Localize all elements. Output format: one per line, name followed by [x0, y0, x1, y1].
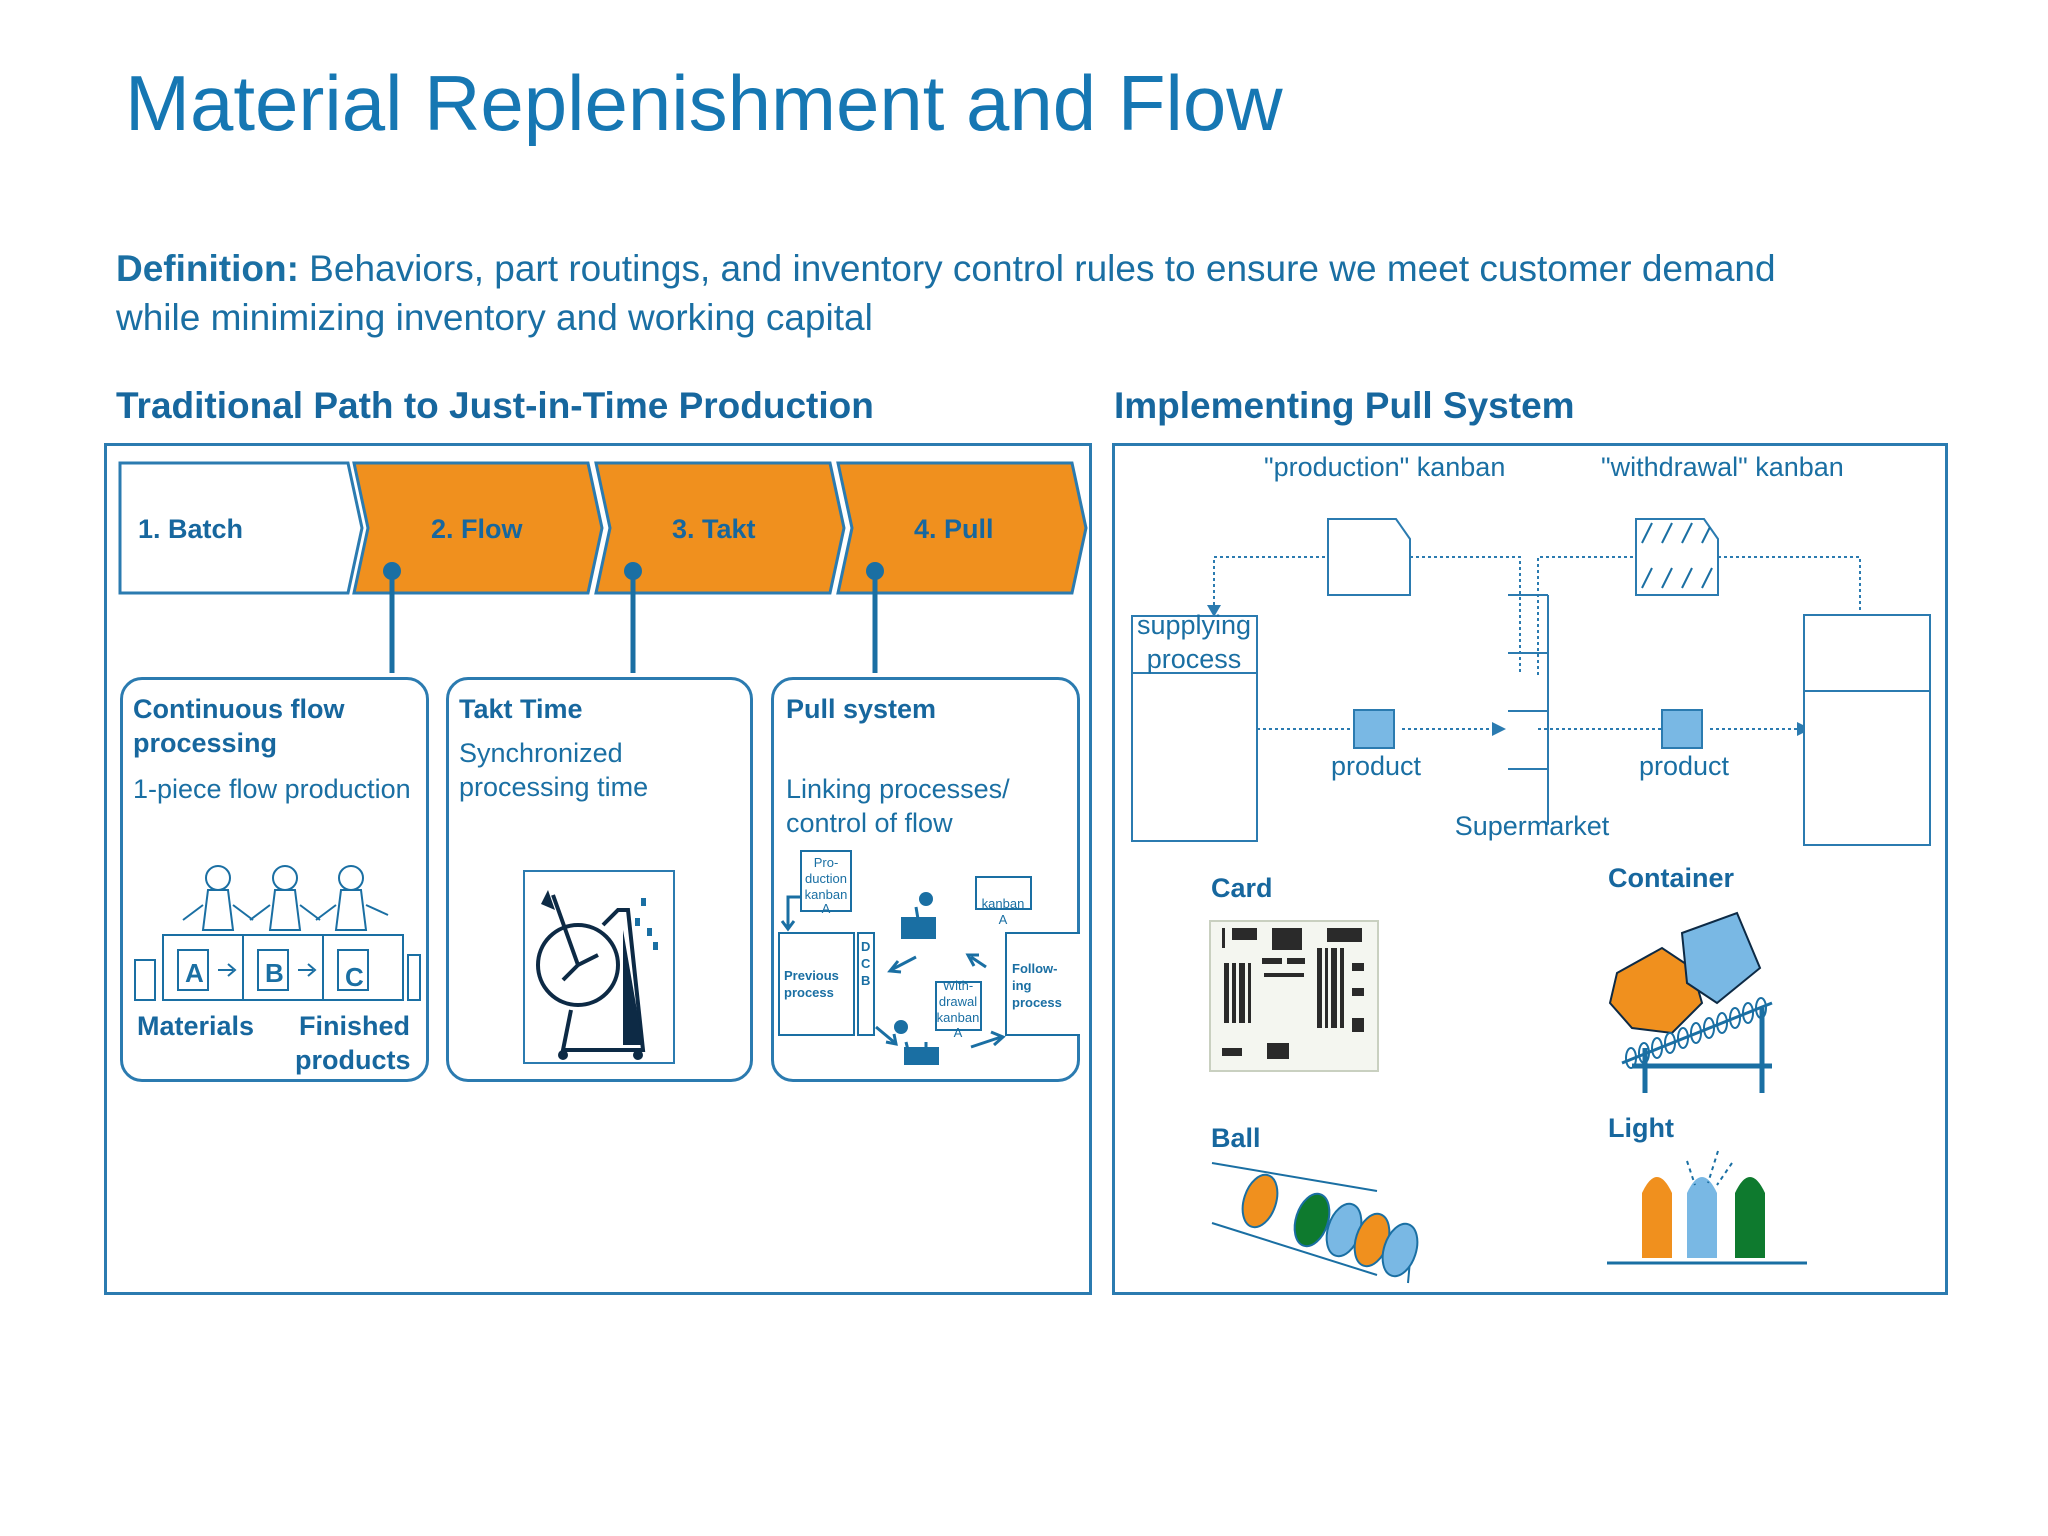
dcb-c: C [861, 956, 871, 971]
definition-text: Definition: Behaviors, part routings, an… [116, 244, 1816, 342]
step-pull-label: 4. Pull [914, 514, 994, 544]
prod-kanban-l1: Pro- [814, 855, 839, 870]
pull-system-title: Pull system [786, 694, 937, 724]
product-1-label: product [1331, 751, 1422, 781]
light-image [1607, 1150, 1807, 1265]
withdrawal-l2: drawal [939, 994, 977, 1009]
continuous-flow-box: Continuous flow processing 1-piece flow … [120, 677, 429, 1082]
right-section-heading: Implementing Pull System [1114, 385, 1575, 426]
workstation-a-label: A [185, 958, 204, 988]
following-process-box [1803, 614, 1931, 846]
page-title: Material Replenishment and Flow [125, 59, 1283, 147]
takt-time-box: Takt Time Synchronized processing time [446, 677, 753, 1082]
withdrawal-l4: A [954, 1025, 963, 1040]
takt-time-text-l1: Synchronized [459, 738, 623, 768]
previous-l1: Previous [784, 968, 839, 983]
kanban-label: kanban [982, 896, 1025, 911]
takt-time-title: Takt Time [459, 694, 583, 724]
continuous-flow-text: 1-piece flow production [133, 774, 411, 804]
dcb-b: B [861, 973, 870, 988]
clock-metronome-icon [523, 870, 675, 1064]
step-batch-shape [118, 461, 364, 595]
left-section-heading: Traditional Path to Just-in-Time Product… [116, 385, 874, 426]
flow-connector-dot [383, 562, 401, 580]
finished-label-l2: products [295, 1045, 411, 1075]
withdrawal-l1: With- [943, 978, 973, 993]
pull-system-diagram: "production" kanban "withdrawal" kanban … [1131, 452, 1931, 1284]
step-takt-label: 3. Takt [672, 514, 756, 544]
product-2-label: product [1639, 751, 1730, 781]
continuous-flow-title-l1: Continuous flow [133, 694, 345, 724]
supplying-label-l2: process [1147, 644, 1242, 674]
previous-l2: process [784, 985, 834, 1000]
workstation-c-label: C [345, 962, 364, 992]
pull-system-text-l1: Linking processes/ [786, 774, 1010, 804]
withdrawal-l3: kanban [937, 1010, 980, 1025]
withdrawal-kanban-card [1635, 518, 1719, 596]
supplying-label-l1: supplying [1137, 610, 1251, 640]
method-container-label: Container [1608, 863, 1735, 893]
definition-body: Behaviors, part routings, and inventory … [116, 248, 1776, 338]
supplying-process-box [1131, 615, 1258, 842]
right-panel [1112, 443, 1948, 1295]
production-kanban-label: "production" kanban [1264, 452, 1505, 482]
workers-illustration: A B C [134, 865, 421, 1001]
finished-label-l1: Finished [299, 1011, 411, 1041]
step-chevrons: 1. Batch 2. Flow 3. Takt 4. Pull [118, 461, 1088, 673]
step-batch-label: 1. Batch [138, 514, 243, 544]
left-panel [104, 443, 1092, 1295]
takt-time-text-l2: processing time [459, 772, 649, 802]
step-flow-shape [352, 461, 604, 595]
kanban-card-image [1209, 920, 1379, 1072]
prod-kanban-l4: A [822, 901, 831, 916]
product-1-box [1353, 709, 1395, 749]
ball-image [1211, 1162, 1419, 1284]
following-l2: ing [1012, 978, 1032, 993]
following-l3: process [1012, 995, 1062, 1010]
pull-system-box: Pull system Linking processes/ control o… [771, 677, 1080, 1082]
kanban-a-label: A [999, 912, 1008, 927]
continuous-flow-title-l2: processing [133, 728, 278, 758]
withdrawal-kanban-label: "withdrawal" kanban [1601, 452, 1844, 482]
workstation-b-label: B [265, 958, 284, 988]
dcb-d: D [861, 939, 870, 954]
step-takt-shape [594, 461, 846, 595]
supermarket-label: Supermarket [1455, 811, 1610, 841]
container-image [1608, 911, 1773, 1093]
supermarket-shelf [1508, 594, 1549, 825]
following-l1: Follow- [1012, 961, 1058, 976]
method-light-label: Light [1608, 1113, 1674, 1143]
pull-connector-dot [866, 562, 884, 580]
definition-label: Definition: [116, 248, 299, 289]
production-kanban-card [1327, 518, 1411, 596]
materials-label: Materials [137, 1011, 255, 1041]
method-ball-label: Ball [1211, 1123, 1261, 1153]
step-flow-label: 2. Flow [431, 514, 524, 544]
takt-connector-dot [624, 562, 642, 580]
pull-system-text-l2: control of flow [786, 808, 953, 838]
prod-kanban-l2: duction [805, 871, 847, 886]
prod-kanban-l3: kanban [805, 887, 848, 902]
step-pull-shape [836, 461, 1088, 595]
pull-system-illustration: Pro- duction kanban A kanban A With- dra… [778, 850, 1080, 1065]
product-2-box [1661, 709, 1703, 749]
method-card-label: Card [1211, 873, 1273, 903]
